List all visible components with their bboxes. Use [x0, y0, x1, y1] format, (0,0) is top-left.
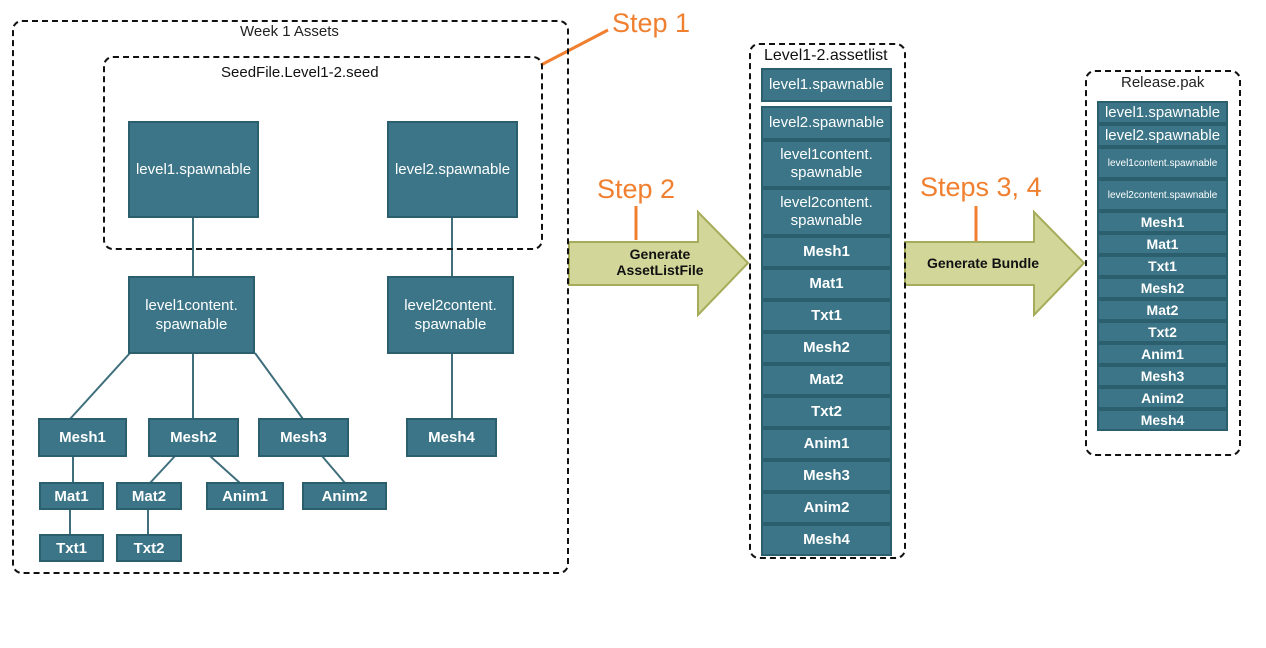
release-pak-item: Mat2: [1097, 299, 1228, 321]
release-pak-item: Mesh2: [1097, 277, 1228, 299]
assetlist-item: Anim1: [761, 428, 892, 460]
mesh3-node: Mesh3: [258, 418, 349, 457]
assetlist-item: Txt1: [761, 300, 892, 332]
generate-bundle-label: Generate Bundle: [926, 255, 1040, 271]
release-pak-item: Anim2: [1097, 387, 1228, 409]
assetlist-item: level2.spawnable: [761, 106, 892, 140]
assetlist-item: Mesh2: [761, 332, 892, 364]
week1-assets-group: [12, 20, 569, 574]
assetlist-item: Mesh3: [761, 460, 892, 492]
step1-label: Step 1: [612, 8, 691, 38]
edge-level1content-mesh3: [254, 352, 304, 420]
release-pak-group: [1085, 70, 1241, 456]
release-pak-item: Mat1: [1097, 233, 1228, 255]
txt2-node: Txt2: [116, 534, 182, 562]
release-pak-item: level1content.spawnable: [1097, 147, 1228, 179]
assetlist-item: Mat2: [761, 364, 892, 396]
step1-callout-line: [540, 28, 609, 67]
assetlist-item: Txt2: [761, 396, 892, 428]
release-pak-item: Txt1: [1097, 255, 1228, 277]
level1content-spawnable-node: level1content. spawnable: [128, 276, 255, 354]
assetlist-group: [749, 43, 906, 559]
week1-assets-title: Week 1 Assets: [240, 23, 339, 40]
mat1-node: Mat1: [39, 482, 104, 510]
release-pak-item: Txt2: [1097, 321, 1228, 343]
anim1-node: Anim1: [206, 482, 284, 510]
mesh1-node: Mesh1: [38, 418, 127, 457]
release-pak-title: Release.pak: [1121, 74, 1205, 91]
release-pak-item: Mesh1: [1097, 211, 1228, 233]
level2content-spawnable-node: level2content. spawnable: [387, 276, 514, 354]
assetlist-item: level1content. spawnable: [761, 140, 892, 188]
mesh4-node: Mesh4: [406, 418, 497, 457]
edge-mesh2-anim1: [209, 455, 241, 484]
release-pak-item: Mesh3: [1097, 365, 1228, 387]
txt1-node: Txt1: [39, 534, 104, 562]
edge-mesh2-mat2: [149, 455, 176, 484]
level2-spawnable-node: level2.spawnable: [387, 121, 518, 218]
level1-spawnable-node: level1.spawnable: [128, 121, 259, 218]
edge-level1content-mesh1: [69, 352, 131, 420]
assetlist-item: Mat1: [761, 268, 892, 300]
edge-mesh3-anim2: [321, 455, 346, 484]
assetlist-item: level2content. spawnable: [761, 188, 892, 236]
release-pak-item: level2.spawnable: [1097, 124, 1228, 147]
assetlist-title: Level1-2.assetlist: [764, 47, 888, 64]
step2-label: Step 2: [597, 174, 676, 204]
release-pak-item: level2content.spawnable: [1097, 179, 1228, 211]
release-pak-item: Mesh4: [1097, 409, 1228, 431]
seedfile-title: SeedFile.Level1-2.seed: [221, 64, 379, 81]
generate-bundle-arrow: [904, 209, 1086, 318]
steps34-label: Steps 3, 4: [920, 172, 1042, 202]
release-pak-item: level1.spawnable: [1097, 101, 1228, 124]
seedfile-group: [103, 56, 543, 250]
assetlist-item: Mesh1: [761, 236, 892, 268]
assetlist-item: Mesh4: [761, 524, 892, 556]
generate-assetlist-arrow: [568, 209, 750, 318]
assetlist-item: Anim2: [761, 492, 892, 524]
generate-assetlist-label: Generate AssetListFile: [616, 246, 704, 278]
mat2-node: Mat2: [116, 482, 182, 510]
anim2-node: Anim2: [302, 482, 387, 510]
release-pak-item: Anim1: [1097, 343, 1228, 365]
mesh2-node: Mesh2: [148, 418, 239, 457]
assetlist-item: level1.spawnable: [761, 68, 892, 102]
